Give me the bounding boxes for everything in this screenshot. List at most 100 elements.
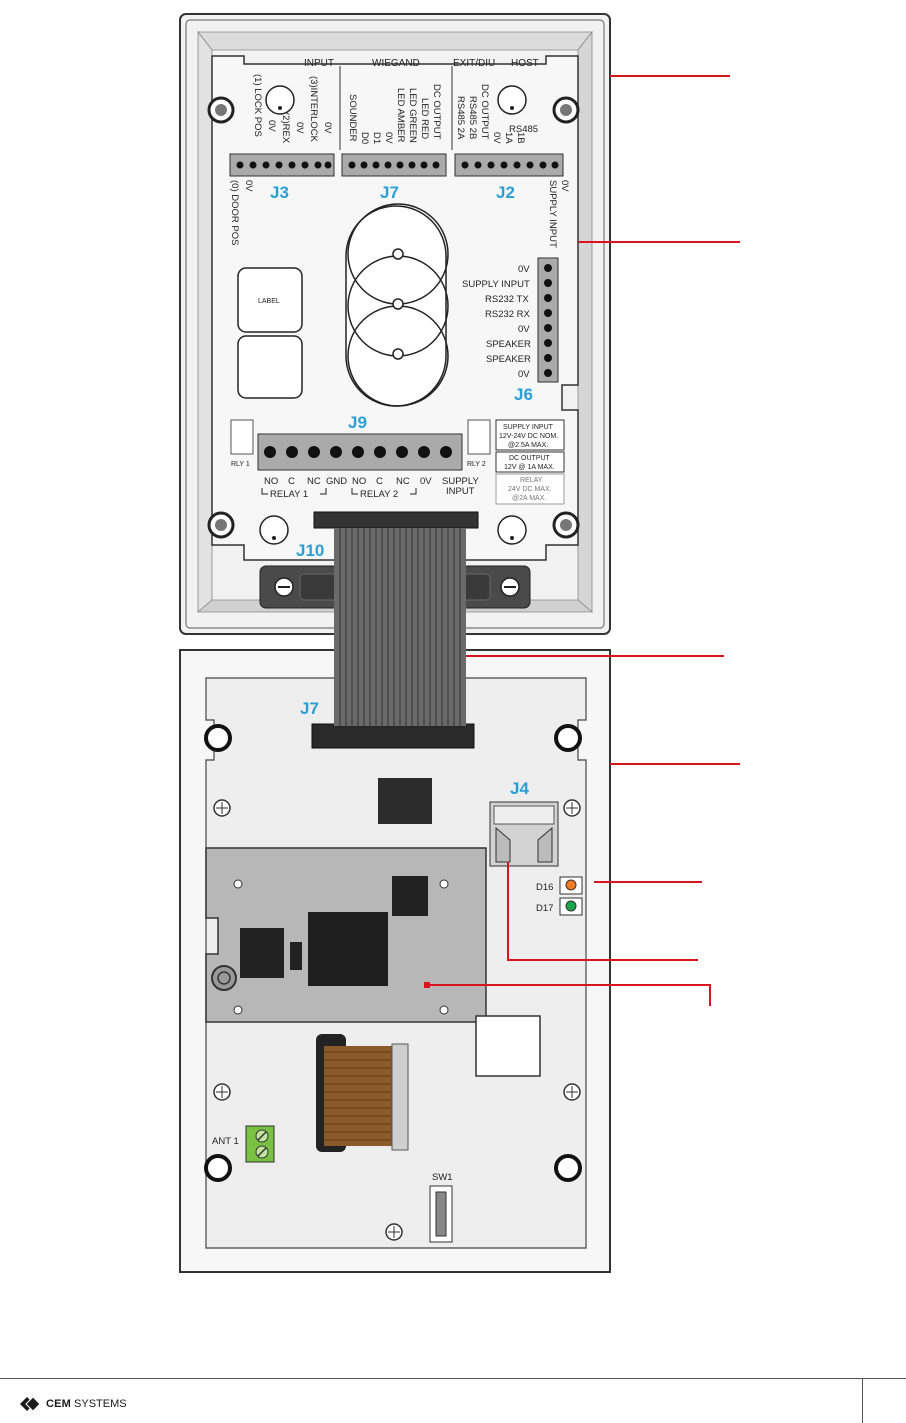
j7-pin-labels: SOUNDER D0 D1 0V LED AMBER LED GREEN LED…	[347, 84, 442, 144]
corner-screw	[207, 96, 235, 124]
small-screw	[213, 1083, 231, 1101]
j7-bottom-label: J7	[300, 699, 319, 718]
j7-bottom-connector	[311, 723, 475, 749]
svg-text:RLY 1: RLY 1	[231, 461, 250, 468]
keyhole-mount	[265, 85, 295, 115]
small-screw	[213, 799, 231, 817]
svg-text:LED RED: LED RED	[419, 98, 430, 139]
svg-text:SOUNDER: SOUNDER	[347, 94, 358, 142]
svg-text:RLY 2: RLY 2	[467, 461, 486, 468]
corner-screw	[552, 511, 580, 539]
brand-name-rest: SYSTEMS	[74, 1398, 127, 1410]
svg-text:0V: 0V	[518, 324, 530, 335]
brand-name-bold: CEM	[46, 1398, 72, 1410]
corner-screw	[207, 511, 235, 539]
led-d17-indicator	[565, 900, 577, 912]
svg-text:NO: NO	[352, 476, 366, 487]
sw1-switch	[429, 1185, 453, 1243]
svg-text:0V: 0V	[322, 122, 333, 134]
svg-text:C: C	[376, 476, 383, 487]
j2-pin-labels: RS485 2A RS485 2B DC OUTPUT 0V 1A 1B	[455, 84, 526, 144]
svg-text:@2A MAX.: @2A MAX.	[512, 495, 546, 502]
j6-pin-labels: 0V SUPPLY INPUT RS232 TX RS232 RX 0V SPE…	[462, 264, 531, 380]
keyhole-mount	[497, 85, 527, 115]
svg-text:GND: GND	[326, 476, 347, 487]
svg-text:LED AMBER: LED AMBER	[395, 88, 406, 143]
keyhole-mount	[259, 515, 289, 545]
svg-text:NC: NC	[396, 476, 410, 487]
j3-pin-labels: (1) LOCK POS 0V (2)REX 0V (3)INTERLOCK 0…	[252, 74, 333, 144]
j6-terminal	[537, 257, 559, 383]
svg-text:D16: D16	[536, 882, 553, 893]
footer-divider	[862, 1379, 863, 1423]
svg-text:RS232 TX: RS232 TX	[485, 294, 529, 305]
svg-text:SUPPLY INPUT: SUPPLY INPUT	[503, 424, 554, 431]
spec-relay-box: RELAY 24V DC MAX. @2A MAX.	[495, 473, 565, 505]
keyhole-mount	[497, 515, 527, 545]
mount-hole	[204, 724, 232, 752]
svg-text:LABEL: LABEL	[258, 298, 280, 305]
j6-label: J6	[514, 385, 533, 404]
rs485-label: RS485	[509, 124, 538, 135]
j3-bottom-door-pos: (0) DOOR POS	[229, 180, 240, 245]
small-screw	[563, 799, 581, 817]
brand-logo: CEM SYSTEMS	[20, 1397, 127, 1411]
j10-label: J10	[296, 541, 324, 560]
mount-hole	[554, 1154, 582, 1182]
j2-bottom-0v: 0V	[559, 180, 570, 192]
svg-text:RELAY 2: RELAY 2	[360, 489, 398, 500]
svg-text:1A: 1A	[503, 132, 514, 144]
j3-terminal	[229, 153, 335, 177]
relay-1-block: RLY 1	[230, 419, 254, 468]
label-box: LABEL	[237, 267, 303, 399]
j9-pin-labels: NO C NC GND NO C NC 0V SUPPLY INPUT	[264, 476, 479, 497]
j9-label: J9	[348, 413, 367, 432]
svg-text:0V: 0V	[266, 120, 277, 132]
svg-text:D1: D1	[371, 132, 382, 144]
svg-text:@2.5A MAX.: @2.5A MAX.	[508, 442, 548, 449]
j7-terminal	[341, 153, 447, 177]
svg-text:0V: 0V	[491, 132, 502, 144]
svg-text:24V DC MAX.: 24V DC MAX.	[508, 486, 552, 493]
ribbon-cable	[334, 528, 466, 726]
svg-text:(1) LOCK POS: (1) LOCK POS	[252, 74, 263, 137]
spec-dc-box: DC OUTPUT 12V @ 1A MAX.	[495, 451, 565, 473]
svg-text:RS485 2B: RS485 2B	[467, 96, 478, 139]
svg-text:1B: 1B	[515, 132, 526, 144]
small-screw	[385, 1223, 403, 1241]
relay-group-labels: RELAY 1 RELAY 2	[261, 488, 417, 500]
svg-text:SUPPLY INPUT: SUPPLY INPUT	[462, 279, 530, 290]
led-d16: D16	[536, 876, 583, 895]
svg-text:RS485 2A: RS485 2A	[455, 96, 466, 140]
callout-lines	[427, 75, 740, 1006]
j10-connector	[313, 511, 479, 529]
header-wiegand: WIEGAND	[372, 58, 420, 69]
chip	[378, 778, 432, 824]
j7-top-label: J7	[380, 183, 399, 202]
j2-terminal	[454, 153, 564, 177]
mount-hole	[204, 1154, 232, 1182]
ant1-label: ANT 1	[212, 1136, 239, 1147]
spec-supply-box: SUPPLY INPUT 12V-24V DC NOM. @2.5A MAX.	[495, 419, 565, 451]
svg-text:0V: 0V	[383, 132, 394, 144]
svg-text:D0: D0	[359, 132, 370, 144]
svg-text:12V-24V DC NOM.: 12V-24V DC NOM.	[499, 433, 558, 440]
svg-text:0V: 0V	[294, 122, 305, 134]
daughter-board	[205, 847, 487, 1023]
ant1-terminal	[245, 1125, 275, 1163]
svg-text:0V: 0V	[420, 476, 432, 487]
small-screw	[563, 1083, 581, 1101]
svg-text:SPEAKER: SPEAKER	[486, 354, 531, 365]
lens-assembly	[345, 203, 449, 407]
svg-text:0V: 0V	[518, 369, 530, 380]
svg-text:RS232 RX: RS232 RX	[485, 309, 531, 320]
svg-text:NO: NO	[264, 476, 278, 487]
led-d16-indicator	[565, 879, 577, 891]
svg-text:0V: 0V	[518, 264, 530, 275]
sw1-label: SW1	[432, 1172, 453, 1183]
square-component	[475, 1015, 541, 1077]
j2-label: J2	[496, 183, 515, 202]
svg-text:RELAY: RELAY	[520, 477, 543, 484]
svg-text:NC: NC	[307, 476, 321, 487]
flex-ribbon	[316, 1034, 409, 1152]
